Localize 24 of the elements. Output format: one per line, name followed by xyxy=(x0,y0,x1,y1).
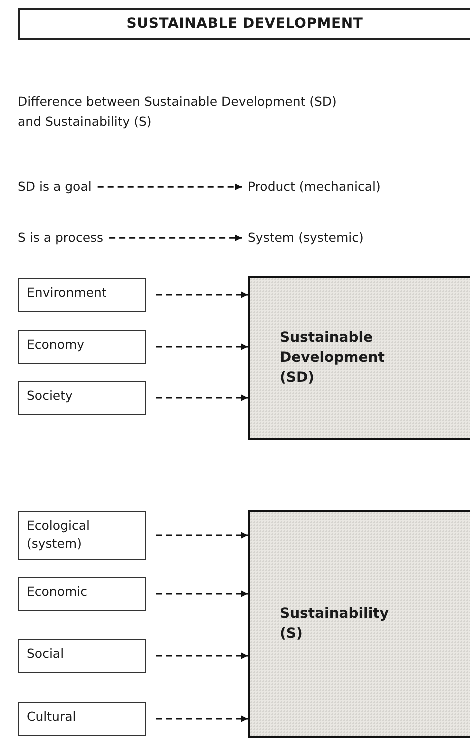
text-label: S is a process xyxy=(18,229,104,248)
dashed-arrow xyxy=(156,590,248,598)
process-box: Economic xyxy=(18,577,146,611)
process-box: Ecological (system) xyxy=(18,511,146,560)
dashed-arrow xyxy=(156,532,248,539)
title-banner: SUSTAINABLE DEVELOPMENT xyxy=(18,8,470,40)
process-box: Social xyxy=(18,639,146,673)
process-box: Society xyxy=(18,381,146,415)
text-label: SD is a goal xyxy=(18,178,92,196)
note-text: Difference between Sustainable Development (SD) and Sustainability (S) xyxy=(18,93,338,131)
dashed-arrow xyxy=(110,234,242,242)
outcome-box: Sustainability (S) xyxy=(248,510,470,738)
process-box: Environment xyxy=(18,278,146,312)
dashed-arrow xyxy=(98,184,242,191)
text-label: System (systemic) xyxy=(248,229,364,248)
text-label: Product (mechanical) xyxy=(248,178,381,196)
process-box: Cultural xyxy=(18,702,146,736)
dashed-arrow xyxy=(156,394,248,402)
dashed-arrow xyxy=(156,716,248,722)
dashed-arrow xyxy=(156,652,248,660)
dashed-arrow xyxy=(156,292,248,298)
outcome-box: Sustainable Development (SD) xyxy=(248,276,470,440)
process-box: Economy xyxy=(18,330,146,364)
dashed-arrow xyxy=(156,344,248,350)
